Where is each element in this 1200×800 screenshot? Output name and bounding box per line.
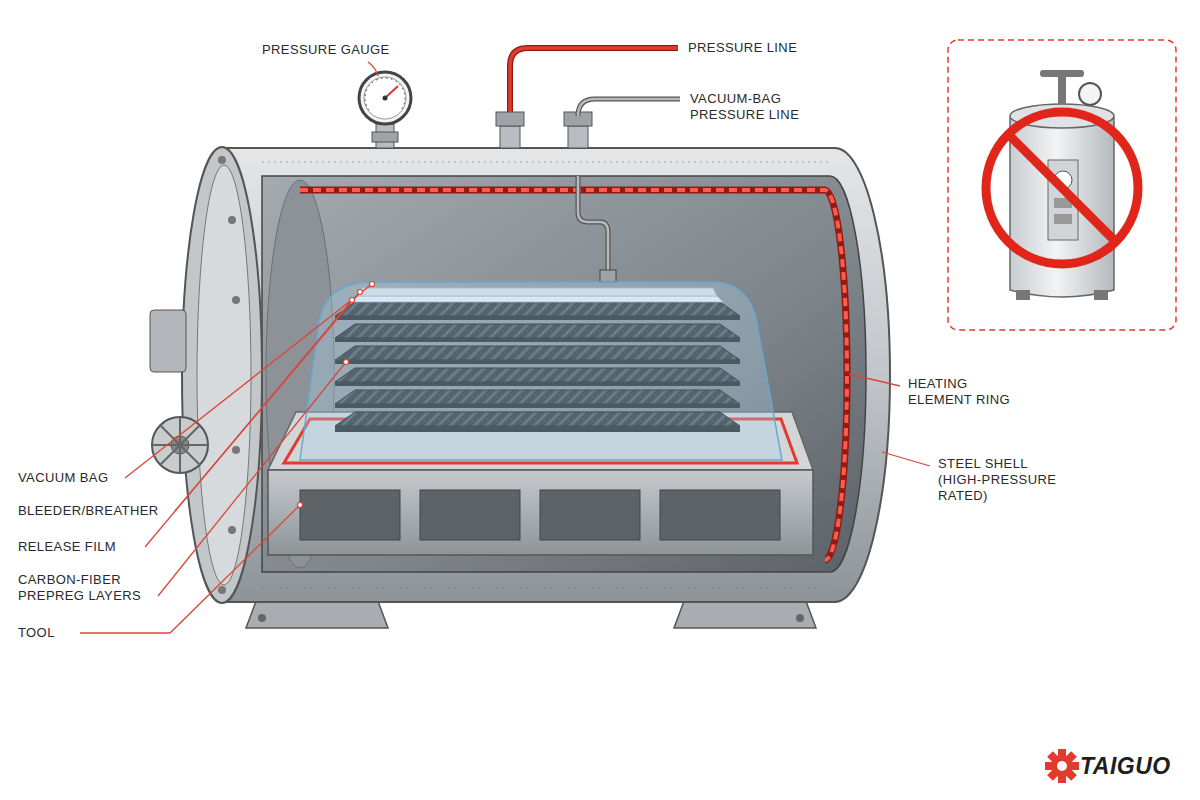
door-flange-part bbox=[218, 586, 226, 594]
prohibited-inset-part bbox=[1008, 134, 1116, 242]
bleeder-label: BLEEDER/BREATHER bbox=[18, 503, 159, 519]
steel-shell-part bbox=[225, 148, 890, 602]
tool-part bbox=[300, 490, 400, 540]
steel-shell-label: STEEL SHELL (HIGH-PRESSURE RATED) bbox=[938, 456, 1072, 504]
prohibited-inset-part bbox=[986, 112, 1138, 264]
prohibited-inset-part bbox=[1016, 290, 1030, 300]
leader-lines-part bbox=[80, 505, 300, 633]
tool-part bbox=[660, 490, 780, 540]
heating-ring-label: HEATING ELEMENT RING bbox=[908, 376, 1020, 408]
heating-element-ring bbox=[300, 190, 847, 560]
pressure-gauge-part bbox=[359, 72, 411, 124]
top-fittings-part bbox=[496, 112, 524, 126]
tool-label: TOOL bbox=[18, 625, 55, 641]
door-flange-part bbox=[182, 147, 262, 603]
prepreg-label: CARBON-FIBER PREPREG LAYERS bbox=[18, 572, 154, 604]
door-flange-part bbox=[152, 417, 208, 473]
prohibited-inset-part bbox=[1094, 290, 1108, 300]
steel-shell bbox=[225, 148, 890, 602]
leader-lines-part bbox=[158, 362, 346, 596]
leader-dots-part bbox=[298, 503, 303, 508]
brand-gear bbox=[1045, 749, 1079, 783]
vacuum-line-part bbox=[578, 99, 680, 116]
door-flange-part bbox=[152, 417, 208, 473]
pressure-line-label: PRESSURE LINE bbox=[688, 40, 797, 56]
brand-gear-part bbox=[1047, 751, 1077, 781]
door-flange-part bbox=[218, 156, 226, 164]
pressure-gauge-part bbox=[365, 78, 405, 110]
door-flange-part bbox=[232, 446, 240, 454]
leader-lines-part bbox=[145, 300, 352, 547]
vacuum-line-part bbox=[578, 176, 608, 272]
door-flange-part bbox=[228, 216, 236, 224]
prohibited-inset-part bbox=[1058, 74, 1066, 104]
pressure-line bbox=[510, 48, 678, 112]
door-flange-part bbox=[197, 165, 251, 585]
support-feet-part bbox=[796, 614, 804, 622]
leader-dots-part bbox=[344, 360, 349, 365]
vacuum-line-label: VACUUM-BAG PRESSURE LINE bbox=[690, 91, 822, 123]
leader-lines-part bbox=[368, 62, 378, 76]
tool-part bbox=[420, 490, 520, 540]
leader-lines-part bbox=[849, 374, 900, 386]
prohibited-inset-part bbox=[948, 40, 1176, 330]
leader-dots-part bbox=[370, 282, 375, 287]
vacuum-line-part bbox=[578, 99, 680, 116]
leader-lines-part bbox=[882, 452, 930, 466]
heating-element-ring-part bbox=[300, 190, 847, 560]
brand-gear-part bbox=[1057, 761, 1067, 771]
vacuum-line bbox=[578, 99, 680, 282]
prohibited-inset-part bbox=[1054, 214, 1072, 224]
gauge-label: PRESSURE GAUGE bbox=[262, 42, 390, 58]
leader-lines bbox=[80, 62, 930, 633]
vacuum-bag-label: VACUUM BAG bbox=[18, 470, 108, 486]
vacuum-line-part bbox=[578, 176, 608, 272]
door-flange-part bbox=[228, 526, 236, 534]
tool-part bbox=[268, 470, 813, 555]
brand-gear-part bbox=[1058, 749, 1066, 783]
pressure-gauge bbox=[359, 72, 411, 124]
pressure-gauge-part bbox=[383, 96, 388, 101]
door-flange-part bbox=[150, 310, 186, 372]
brand-name: TAIGUO bbox=[1080, 753, 1171, 779]
layup bbox=[300, 282, 782, 460]
top-fittings-part bbox=[568, 126, 588, 148]
door-flange bbox=[150, 147, 262, 603]
leader-dots-part bbox=[358, 290, 363, 295]
top-fittings-part bbox=[500, 126, 520, 148]
top-fittings bbox=[372, 112, 592, 148]
door-flange-part bbox=[232, 296, 240, 304]
brand-gear-part bbox=[1047, 751, 1077, 781]
layup-part bbox=[300, 282, 782, 460]
top-fittings-part bbox=[372, 132, 398, 142]
steel-shell-part bbox=[262, 176, 866, 572]
leader-dots-part bbox=[350, 298, 355, 303]
vacuum-line-part bbox=[600, 270, 616, 282]
pressure-gauge-part bbox=[385, 86, 398, 98]
support-feet-part bbox=[258, 614, 266, 622]
steel-shell-part bbox=[262, 588, 832, 589]
prohibited-inset-part bbox=[1079, 83, 1101, 105]
steel-shell-part bbox=[262, 162, 832, 163]
prohibited-inset bbox=[948, 40, 1176, 330]
brand-gear-part bbox=[1045, 762, 1079, 770]
leader-dots bbox=[298, 282, 375, 508]
prohibited-inset-part bbox=[1040, 70, 1084, 77]
tool-part bbox=[540, 490, 640, 540]
release-film-label: RELEASE FILM bbox=[18, 539, 116, 555]
pressure-gauge-part bbox=[364, 77, 406, 119]
heating-element-ring-part bbox=[300, 190, 847, 560]
pressure-line-part bbox=[510, 48, 678, 112]
leader-lines-part bbox=[125, 284, 372, 478]
pressure-line-part bbox=[510, 48, 678, 112]
